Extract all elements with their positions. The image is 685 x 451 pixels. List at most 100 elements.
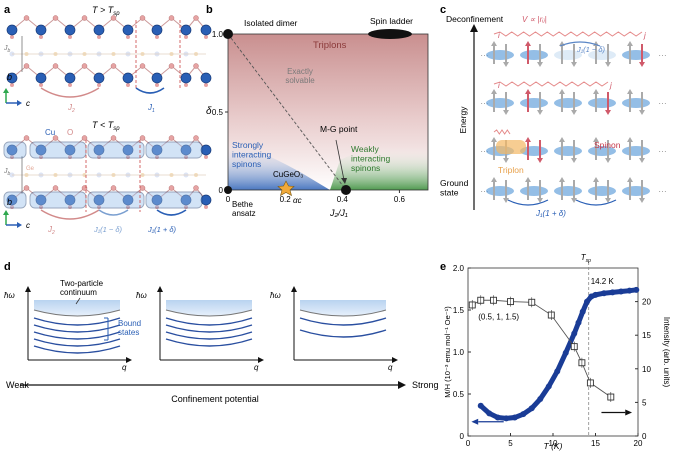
oxygen-atom — [23, 135, 30, 141]
spin-arrow-head — [537, 62, 543, 67]
continuum-edge — [165, 309, 253, 317]
potential-wave-long — [493, 31, 643, 37]
mh-point — [633, 286, 640, 293]
singlet-ellipse — [486, 50, 514, 60]
panel-a-title-top: T > Tsp — [92, 5, 120, 17]
singlet-ellipse — [622, 98, 650, 108]
triplons-label: Triplons — [313, 40, 347, 51]
mh-point — [626, 287, 633, 294]
x-axis-label: T (K) — [544, 441, 563, 451]
j2-arc — [40, 209, 100, 220]
oxygen-atom — [139, 15, 146, 21]
j1-label-top: J1 — [147, 103, 155, 114]
axis-c-label-top: c — [26, 99, 30, 108]
site-i-label: i — [498, 31, 500, 40]
cu-atom — [35, 72, 47, 84]
mh-point — [592, 291, 599, 298]
spin-arrow-head — [491, 137, 497, 142]
spin-arrow-head — [593, 137, 599, 142]
oxygen-atom — [68, 83, 72, 87]
y-left-tick-label: 0 — [460, 432, 465, 441]
oxygen-atom — [39, 35, 43, 39]
q-axis-head — [258, 357, 264, 363]
oxygen-atom — [168, 63, 175, 69]
mh-point — [609, 289, 616, 296]
mg-point-label: M-G point — [320, 124, 358, 134]
bound-state-curve — [165, 331, 253, 340]
triplon-label: Triplon — [498, 165, 524, 175]
bound-state-curve — [33, 331, 121, 340]
bound-state-curve — [165, 317, 253, 326]
continuum-band — [166, 300, 252, 316]
jb-label-bottom: Jb — [3, 168, 11, 177]
q-axis-label: q — [254, 363, 259, 372]
cu-atom — [93, 144, 105, 156]
spin-arrow-head — [639, 110, 645, 115]
ellipsis-right: … — [658, 96, 667, 106]
deconfinement-label: Deconfinement — [446, 14, 504, 24]
oxygen-atom — [193, 63, 199, 69]
cu-atom — [64, 24, 76, 36]
o-label: O — [67, 128, 73, 137]
dimer-box — [3, 191, 27, 209]
mh-point — [511, 414, 518, 421]
axes-arrows-bottom — [3, 210, 22, 228]
y-left-axis-label: M/H (10⁻³ emu mol⁻¹ Oe⁻¹) — [443, 306, 452, 398]
x-tick-label: 0 — [226, 195, 231, 204]
bound-state-curve — [33, 317, 121, 326]
singlet-ellipse — [486, 98, 514, 108]
j2-label-bottom: J2 — [47, 225, 55, 236]
weak-spinon-region — [330, 146, 428, 190]
j1-strong-arc — [156, 209, 187, 216]
oxygen-atom — [81, 15, 88, 21]
oxygen-atom — [204, 35, 208, 39]
singlet-ellipse — [486, 186, 514, 196]
spin-arrow-head — [627, 41, 633, 46]
cu-atom — [200, 144, 212, 156]
oxygen-atom — [184, 205, 188, 209]
spin-arrow-head — [491, 89, 497, 94]
continuum-band — [34, 300, 120, 316]
spin-arrow-head — [605, 62, 611, 67]
spin-arrow-head — [605, 110, 611, 115]
j2j1-axis-label: J₂/J₁ — [329, 208, 348, 218]
singlet-ellipse — [622, 50, 650, 60]
cu-atom — [180, 24, 192, 36]
cu-atom — [200, 72, 212, 84]
oxygen-atom — [184, 155, 188, 159]
y-left-tick-label: 2.0 — [453, 264, 465, 273]
oxygen-atom — [204, 155, 208, 159]
ellipsis-left: … — [480, 144, 489, 154]
spin-arrow-head — [593, 177, 599, 182]
j1-weak-arc — [98, 209, 129, 216]
oxygen-atom — [97, 155, 101, 159]
spin-arrow-head — [559, 89, 565, 94]
oxygen-atom — [155, 155, 159, 159]
dimer-box — [29, 141, 87, 159]
mh-point — [584, 298, 590, 305]
mh-series-line — [478, 287, 639, 421]
oxygen-atom — [68, 35, 72, 39]
spin-arrow-head — [525, 137, 531, 142]
axis-b-label-top: b — [7, 72, 12, 82]
spin-ladder-marker — [368, 29, 412, 39]
continuum-edge — [33, 309, 121, 317]
spin-arrow-head — [537, 110, 543, 115]
spin-arrow-head — [605, 158, 611, 163]
oxygen-atom — [184, 35, 188, 39]
oxygen-atom — [139, 135, 146, 141]
omega-axis-label: ħω — [270, 291, 281, 300]
oxygen-atom — [155, 205, 159, 209]
oxygen-atom — [23, 15, 30, 21]
cu-atom — [64, 144, 76, 156]
oxygen-atom — [193, 135, 199, 141]
oxygen-atom — [168, 185, 175, 191]
x-tick-label: 20 — [634, 439, 643, 448]
mh-point — [520, 411, 527, 418]
spin-arrow-head — [639, 62, 645, 67]
